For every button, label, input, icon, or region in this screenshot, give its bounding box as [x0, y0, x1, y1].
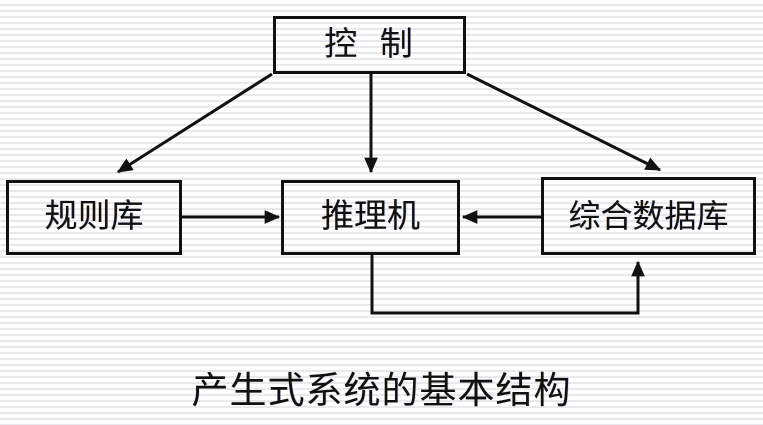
edge-control-to-database [466, 72, 662, 172]
node-inference-engine-label: 推理机 [321, 199, 420, 235]
node-comprehensive-database-label: 综合数据库 [568, 198, 729, 234]
node-rule-base-label: 规则库 [44, 199, 144, 235]
edge-inference-engine-to-database-feedback [370, 255, 645, 315]
edge-control-to-rule-base [116, 72, 273, 174]
diagram-caption: 产生式系统的基本结构 [191, 371, 572, 412]
node-comprehensive-database[interactable]: 综合数据库 [541, 177, 756, 255]
node-control[interactable]: 控 制 [273, 16, 466, 74]
node-rule-base[interactable]: 规则库 [6, 180, 182, 255]
node-control-label: 控 制 [324, 26, 415, 63]
node-inference-engine[interactable]: 推理机 [281, 180, 460, 255]
